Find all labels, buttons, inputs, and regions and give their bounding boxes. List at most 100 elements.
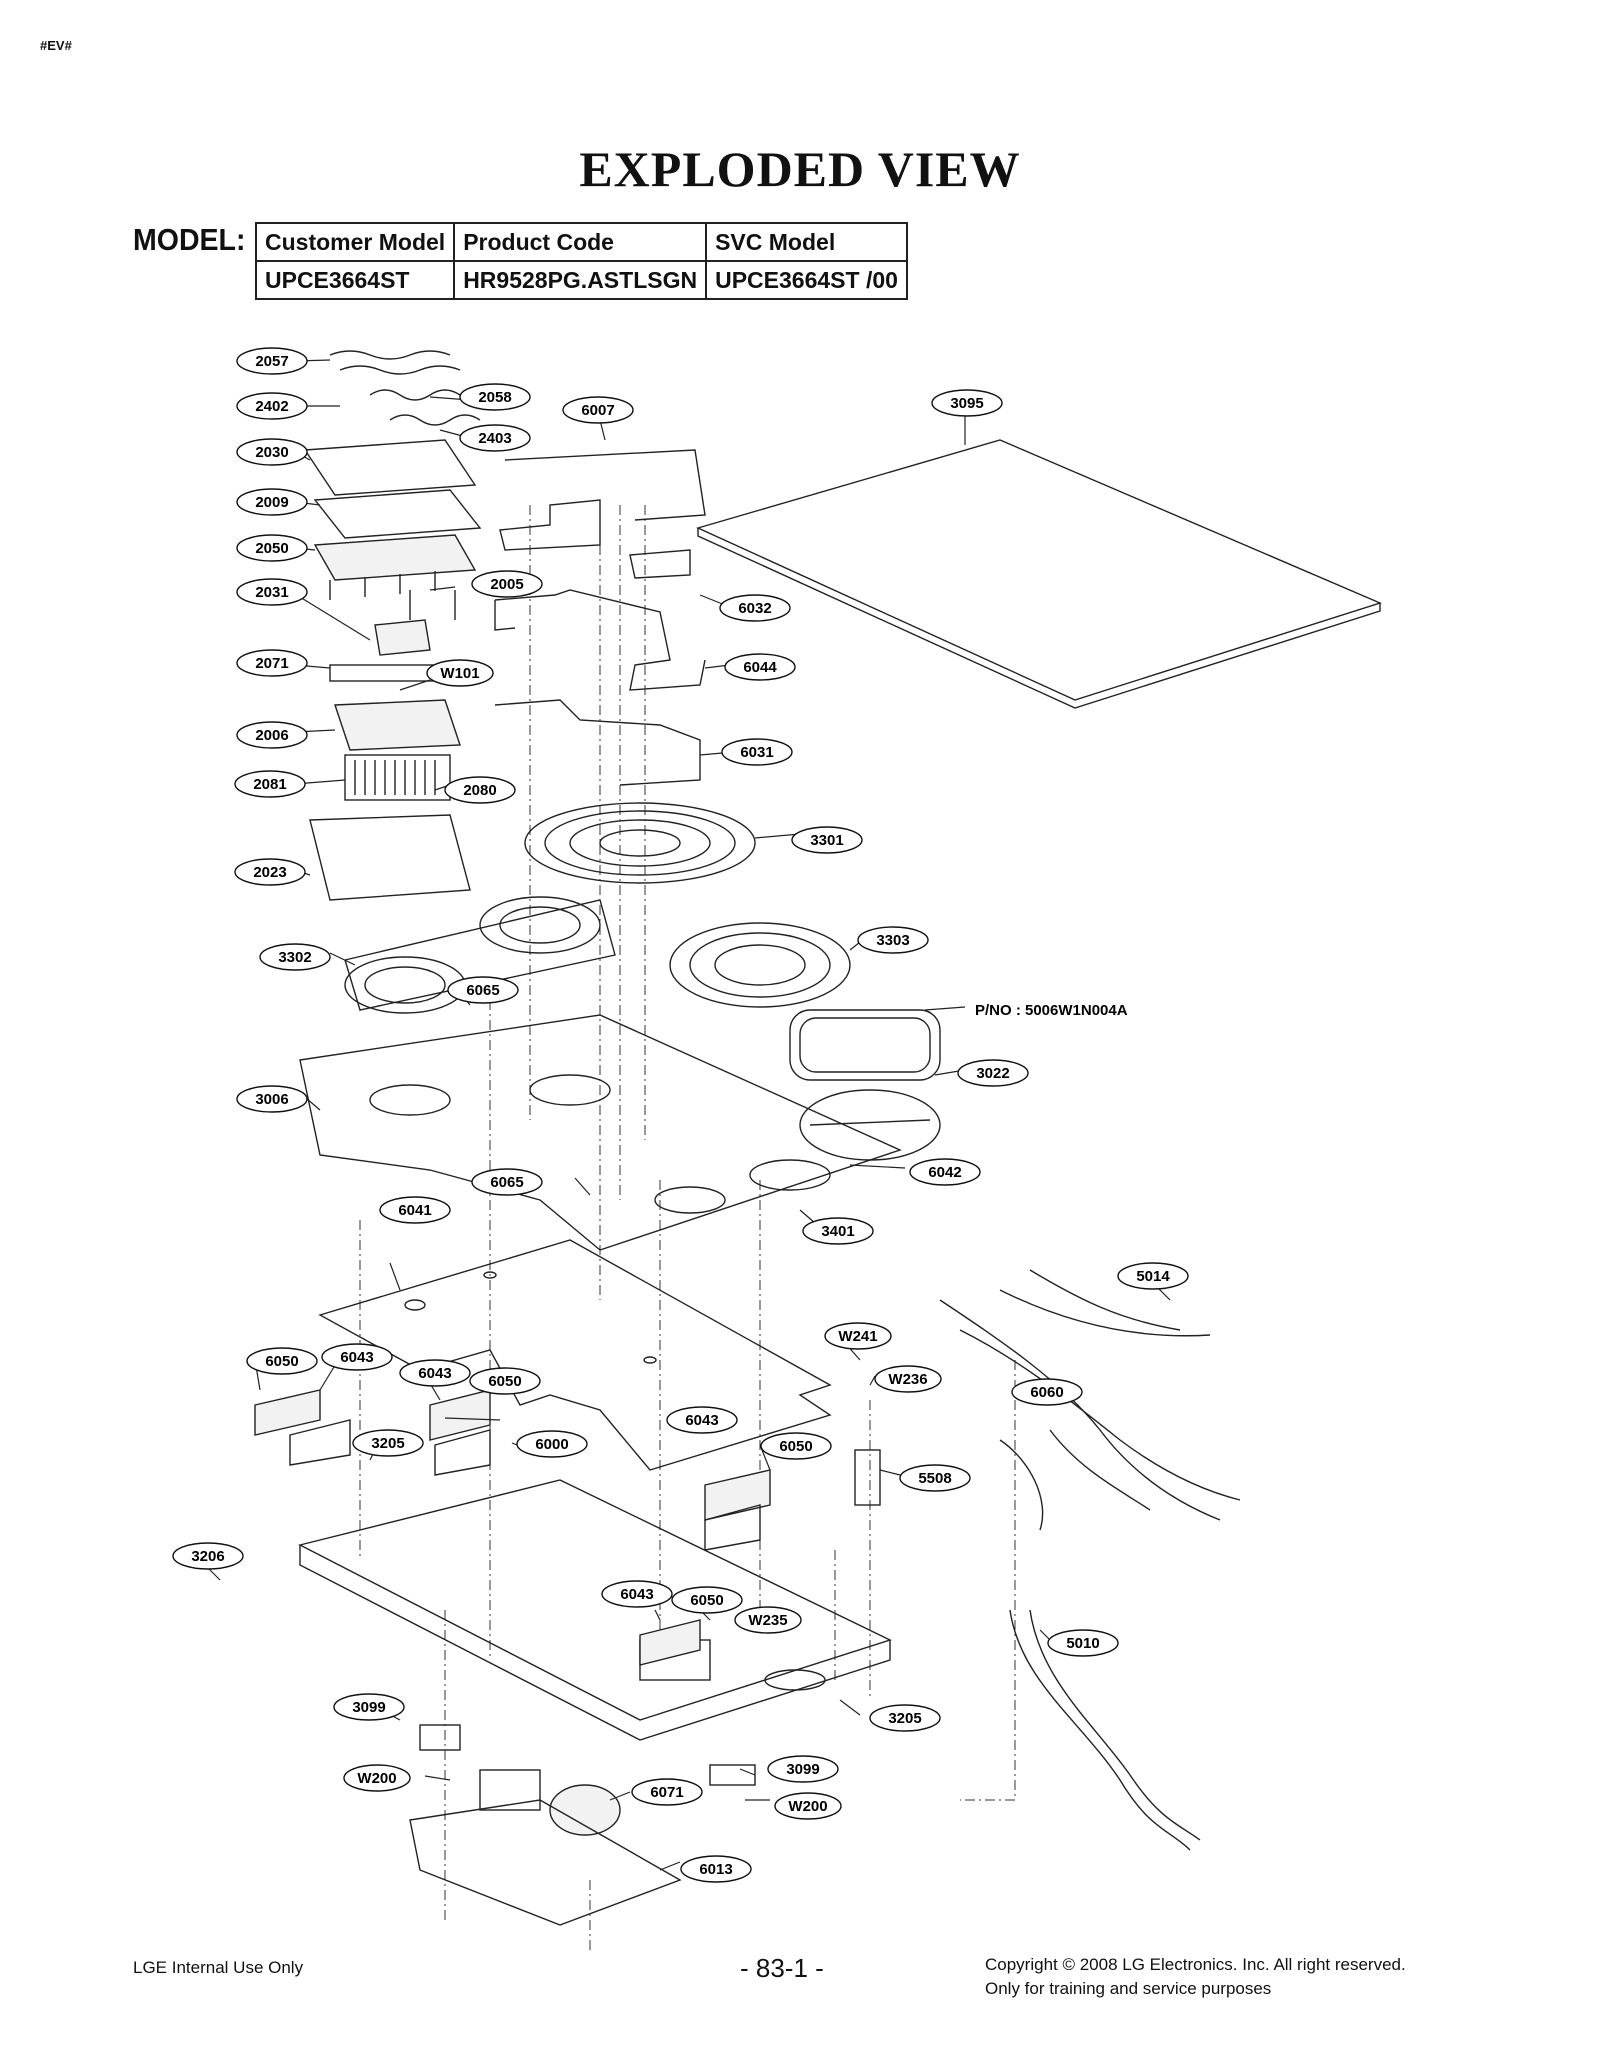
svg-text:5508: 5508 <box>918 1470 951 1487</box>
svg-text:2403: 2403 <box>478 430 511 447</box>
svg-text:3099: 3099 <box>786 1761 819 1778</box>
callout-2005: 2005 <box>471 570 543 598</box>
callout-W101: W101 <box>426 659 494 687</box>
model-label: MODEL: <box>133 222 246 257</box>
value-svc-model: UPCE3664ST /00 <box>705 260 908 300</box>
alignment-lines <box>359 505 1016 1950</box>
svg-text:2030: 2030 <box>255 444 288 461</box>
svg-text:6042: 6042 <box>928 1164 961 1181</box>
callout-6031: 6031 <box>721 738 793 766</box>
callout-3205-left: 3205 <box>352 1429 424 1457</box>
footer-copyright: Copyright © 2008 LG Electronics. Inc. Al… <box>985 1953 1406 2001</box>
svg-text:W236: W236 <box>888 1371 927 1388</box>
callout-3301: 3301 <box>791 826 863 854</box>
callout-3006: 3006 <box>236 1085 308 1113</box>
callout-6044: 6044 <box>724 653 796 681</box>
svg-text:5010: 5010 <box>1066 1635 1099 1652</box>
callout-W200-left: W200 <box>343 1764 411 1792</box>
svg-text:6060: 6060 <box>1030 1384 1063 1401</box>
svg-text:2058: 2058 <box>478 389 511 406</box>
callout-5010: 5010 <box>1047 1629 1119 1657</box>
callout-2031: 2031 <box>236 578 308 606</box>
header-product-code: Product Code <box>453 222 708 262</box>
control-parts <box>303 350 491 901</box>
callout-2006: 2006 <box>236 721 308 749</box>
svg-text:2057: 2057 <box>255 353 288 370</box>
svg-text:6050: 6050 <box>690 1592 723 1609</box>
callout-3205-right: 3205 <box>869 1704 941 1732</box>
callout-2023: 2023 <box>234 858 306 886</box>
svg-text:3095: 3095 <box>950 395 983 412</box>
callout-2057: 2057 <box>236 347 308 375</box>
small-brackets <box>254 1389 881 1926</box>
svg-text:3205: 3205 <box>888 1710 921 1727</box>
value-customer-model: UPCE3664ST <box>254 260 456 300</box>
burners <box>344 802 941 1161</box>
svg-text:6044: 6044 <box>743 659 777 676</box>
svg-text:2071: 2071 <box>255 655 288 672</box>
svg-text:3006: 3006 <box>255 1091 288 1108</box>
svg-text:6071: 6071 <box>650 1784 683 1801</box>
callout-6000: 6000 <box>516 1430 588 1458</box>
callout-6013: 6013 <box>680 1855 752 1883</box>
callout-3401: 3401 <box>802 1217 874 1245</box>
callout-2030: 2030 <box>236 438 308 466</box>
svg-text:3301: 3301 <box>810 832 843 849</box>
callout-2009: 2009 <box>236 488 308 516</box>
svg-text:W200: W200 <box>788 1798 827 1815</box>
svg-text:6043: 6043 <box>620 1586 653 1603</box>
pno-label: P/NO : 5006W1N004A <box>975 1002 1128 1019</box>
callout-3022: 3022 <box>957 1059 1029 1087</box>
svg-text:6065: 6065 <box>466 982 499 999</box>
burner-tray <box>299 1014 902 1251</box>
callout-6043-bottom: 6043 <box>601 1580 673 1608</box>
svg-text:6050: 6050 <box>265 1353 298 1370</box>
svg-text:2009: 2009 <box>255 494 288 511</box>
purpose-line: Only for training and service purposes <box>985 1979 1272 1998</box>
svg-text:6032: 6032 <box>738 600 771 617</box>
callout-2402: 2402 <box>236 392 308 420</box>
callout-6042: 6042 <box>909 1158 981 1186</box>
callout-W241: W241 <box>824 1322 892 1350</box>
svg-text:3022: 3022 <box>976 1065 1009 1082</box>
svg-text:2005: 2005 <box>490 576 523 593</box>
page-title: EXPLODED VIEW <box>579 141 1021 197</box>
callout-6071: 6071 <box>631 1778 703 1806</box>
svg-text:6065: 6065 <box>490 1174 523 1191</box>
brackets <box>494 449 706 786</box>
model-table-value-row: UPCE3664ST HR9528PG.ASTLSGN UPCE3664ST /… <box>254 260 908 300</box>
svg-text:6007: 6007 <box>581 402 614 419</box>
svg-text:5014: 5014 <box>1136 1268 1170 1285</box>
svg-text:2402: 2402 <box>255 398 288 415</box>
svg-text:3206: 3206 <box>191 1548 224 1565</box>
callout-3099-right: 3099 <box>767 1755 839 1783</box>
callout-6050-bottom: 6050 <box>671 1586 743 1614</box>
copyright-line: Copyright © 2008 LG Electronics. Inc. Al… <box>985 1955 1406 1974</box>
callout-6043-right: 6043 <box>666 1406 738 1434</box>
callout-6032: 6032 <box>719 594 791 622</box>
svg-text:6050: 6050 <box>779 1438 812 1455</box>
svg-text:2080: 2080 <box>463 782 496 799</box>
svg-text:6013: 6013 <box>699 1861 732 1878</box>
footer-internal-use: LGE Internal Use Only <box>133 1958 304 1977</box>
svg-text:2006: 2006 <box>255 727 288 744</box>
callout-W236: W236 <box>874 1365 942 1393</box>
value-product-code: HR9528PG.ASTLSGN <box>453 260 708 300</box>
header-svc-model: SVC Model <box>705 222 908 262</box>
header-customer-model: Customer Model <box>254 222 456 262</box>
svg-text:W200: W200 <box>357 1770 396 1787</box>
callout-6043-left: 6043 <box>321 1343 393 1371</box>
callout-2071: 2071 <box>236 649 308 677</box>
callout-3302: 3302 <box>259 943 331 971</box>
svg-text:2050: 2050 <box>255 540 288 557</box>
document-tag: #EV# <box>40 38 72 53</box>
svg-text:6043: 6043 <box>340 1349 373 1366</box>
callout-2050: 2050 <box>236 534 308 562</box>
svg-text:2031: 2031 <box>255 584 288 601</box>
svg-text:3303: 3303 <box>876 932 909 949</box>
callout-3303: 3303 <box>857 926 929 954</box>
svg-text:6043: 6043 <box>418 1365 451 1382</box>
callout-6041: 6041 <box>379 1196 451 1224</box>
svg-text:2023: 2023 <box>253 864 286 881</box>
